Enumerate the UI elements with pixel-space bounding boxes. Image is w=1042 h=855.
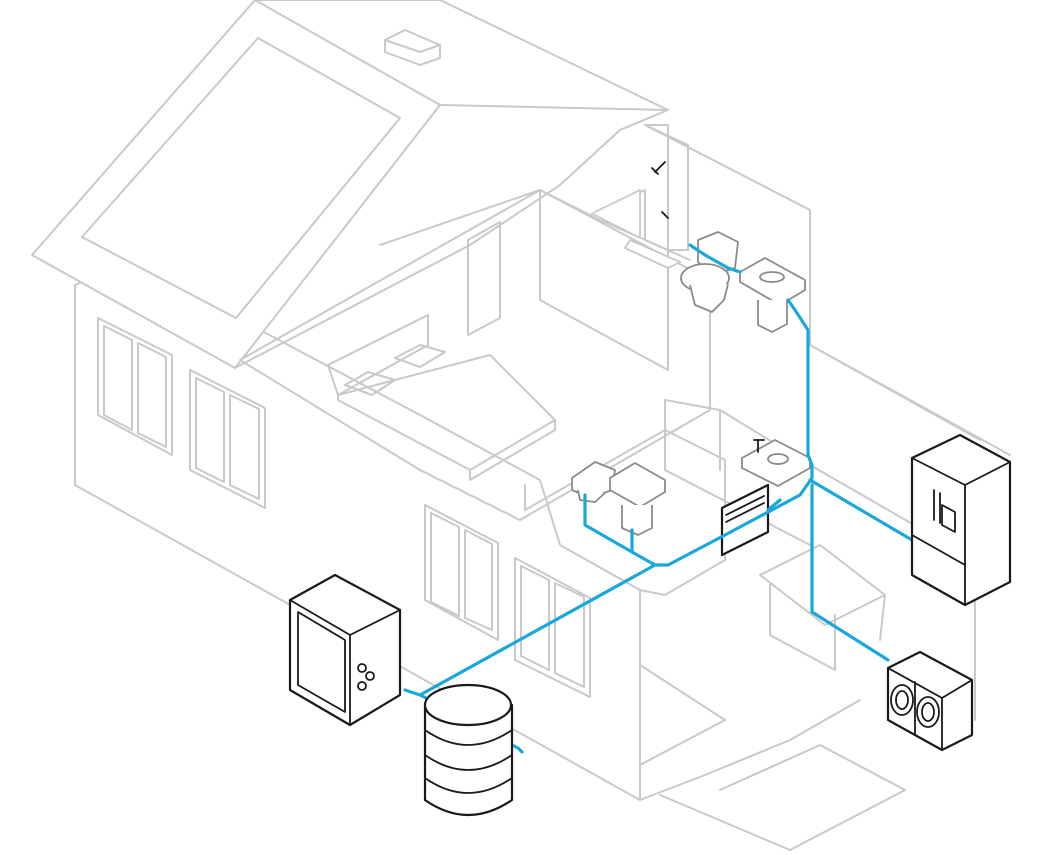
roof-right-panel xyxy=(234,104,669,369)
kitchen-island xyxy=(759,544,886,671)
french-door-fridge-icon xyxy=(910,433,1012,607)
downstairs-sink-icon xyxy=(609,462,666,536)
roof-ridge xyxy=(254,0,669,111)
pipe-vertical-riser xyxy=(793,308,810,457)
roof-skylight xyxy=(81,37,401,319)
stacked-tank-icon xyxy=(423,683,514,817)
pipe-downstairs-fixtures xyxy=(583,493,657,567)
upstairs-toilet-icon xyxy=(680,231,739,313)
roof-vent-icon xyxy=(384,29,441,66)
pipe-kitchen-riser xyxy=(806,453,814,480)
water-heater-icon xyxy=(288,573,402,727)
pipe-upstairs-sink xyxy=(786,298,797,312)
lower-right-floor xyxy=(639,664,906,851)
washer-dryer-icon xyxy=(886,650,974,752)
pipe-fridge xyxy=(808,478,914,542)
shower-icon xyxy=(594,161,681,269)
house-cutaway-icon xyxy=(31,0,1011,851)
pipe-network xyxy=(403,243,914,754)
pipe-tank-outlet xyxy=(510,743,524,754)
right-exterior-wall xyxy=(719,209,1011,466)
lower-bathroom-wall xyxy=(524,399,721,511)
bed-icon xyxy=(327,314,556,481)
window-group-left xyxy=(97,317,591,698)
dishwasher-icon xyxy=(720,483,770,557)
pipe-upstairs-toilet xyxy=(688,243,742,274)
pipe-dishwasher xyxy=(766,498,782,512)
kitchen-sink-icon xyxy=(741,439,811,487)
bedroom-door xyxy=(467,221,501,336)
upstairs-sink-icon xyxy=(739,257,806,333)
pipe-washer xyxy=(810,483,890,662)
downstairs-toilet-icon xyxy=(571,461,616,503)
